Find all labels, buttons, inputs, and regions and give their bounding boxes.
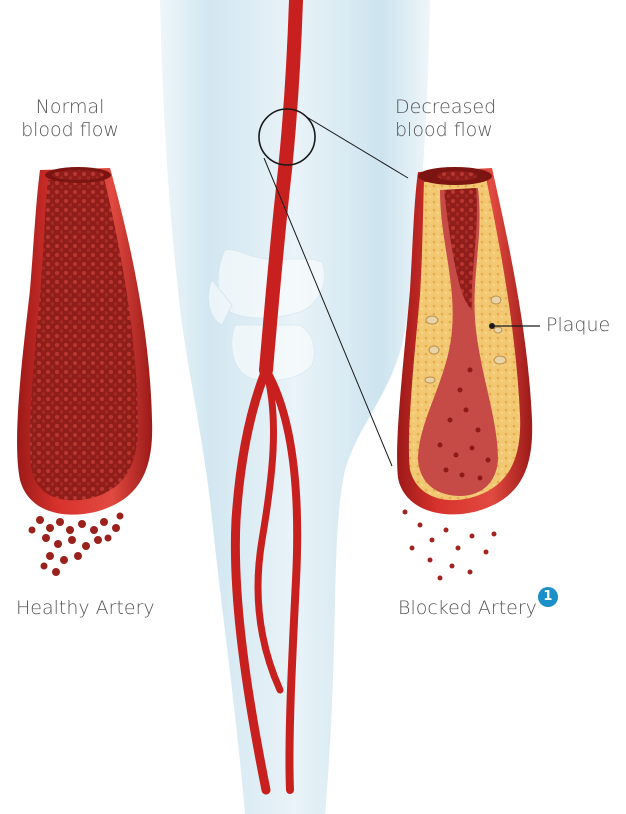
decreased-flow-line2: blood flow <box>395 119 535 142</box>
numbered-circle-icon[interactable]: 1 <box>538 587 558 607</box>
blocked-artery-text: Blocked Artery <box>398 597 537 619</box>
normal-flow-line2: blood flow <box>10 119 130 142</box>
normal-blood-flow-label: Normal blood flow <box>10 96 130 142</box>
blocked-artery-crosssection <box>397 167 532 581</box>
plaque-label: Plaque <box>546 314 610 337</box>
normal-flow-line1: Normal <box>10 96 130 119</box>
decreased-flow-line1: Decreased <box>395 96 535 119</box>
healthy-artery-crosssection <box>17 167 152 576</box>
blocked-artery-label: Blocked Artery1 <box>398 597 558 620</box>
decreased-blood-flow-label: Decreased blood flow <box>395 96 535 142</box>
healthy-artery-label: Healthy Artery <box>16 597 155 620</box>
